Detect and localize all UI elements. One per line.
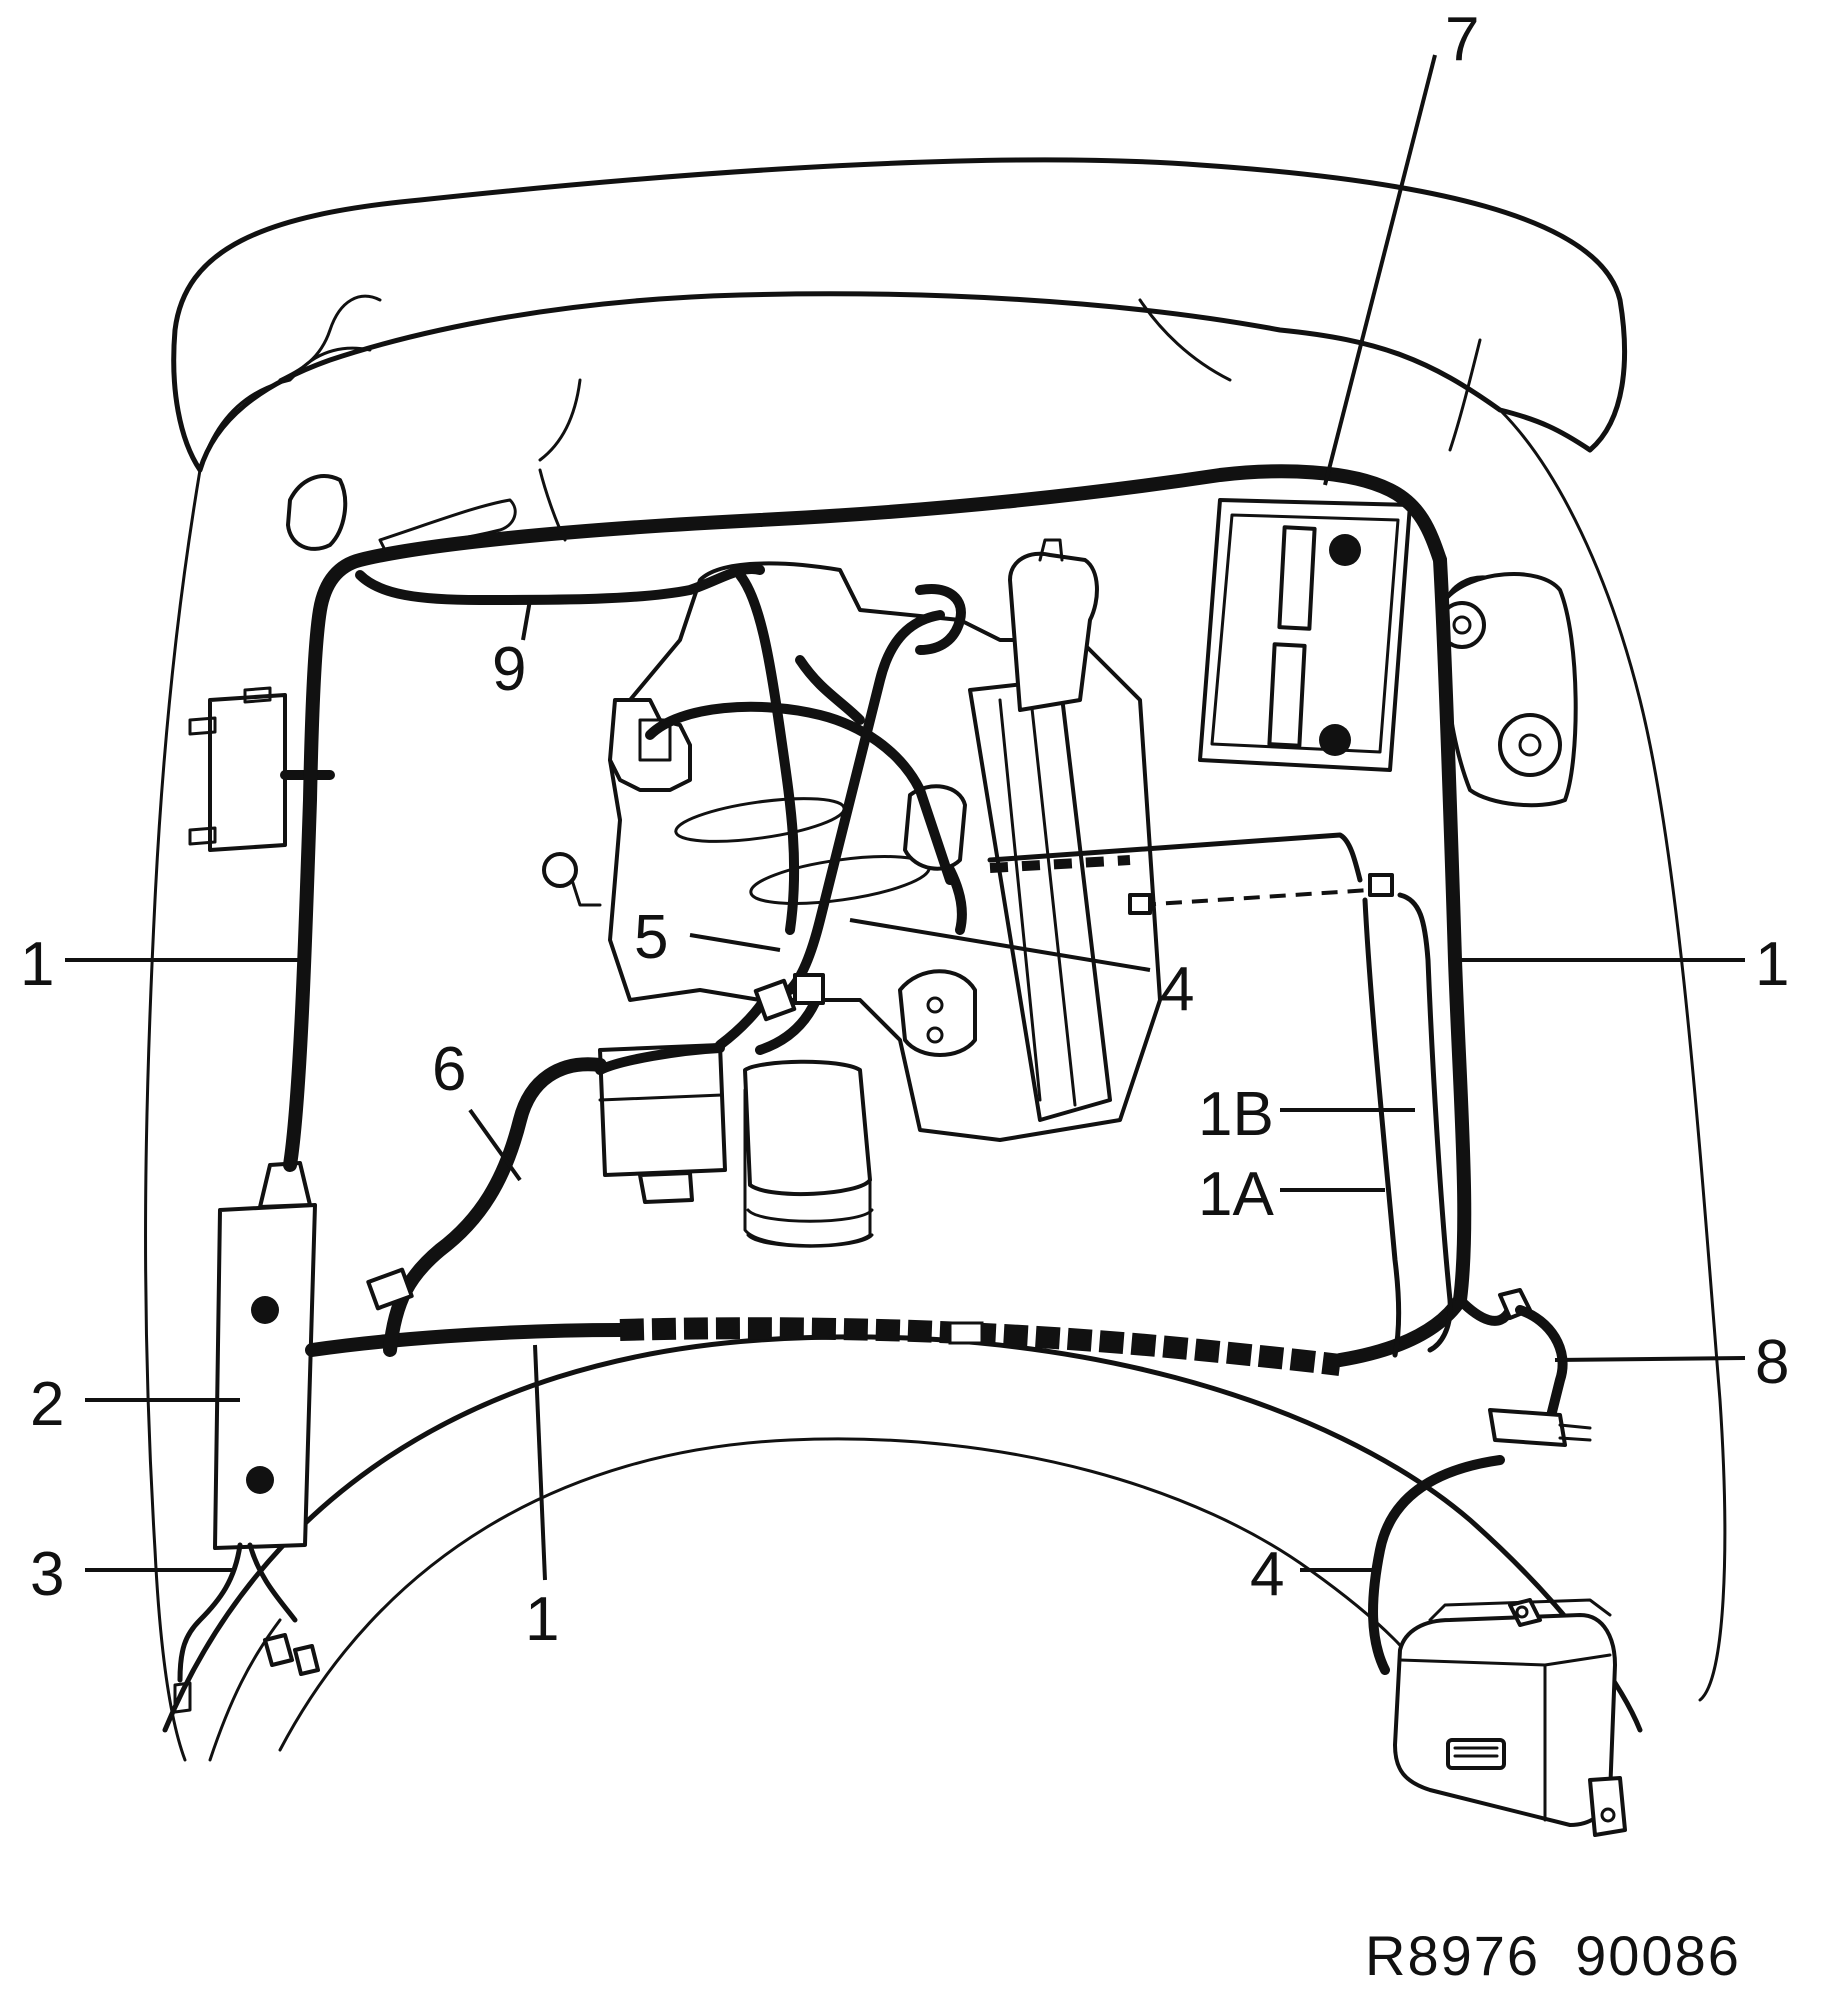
ignition-coil <box>743 1059 874 1248</box>
callout-9: 9 <box>492 635 526 704</box>
battery <box>1198 498 1412 772</box>
callout-5: 5 <box>634 903 668 972</box>
callout-4-module: 4 <box>1250 1540 1284 1609</box>
control-module-right <box>1368 1288 1627 1837</box>
harness-1a-1b <box>987 832 1453 1358</box>
callout-1a: 1A <box>1198 1160 1274 1229</box>
fuse-box-front <box>213 1161 317 1550</box>
leader-lines <box>65 54 1746 1581</box>
callout-1-left: 1 <box>20 930 54 999</box>
callout-1b: 1B <box>1198 1080 1274 1149</box>
callout-8: 8 <box>1755 1328 1789 1397</box>
callout-3: 3 <box>30 1540 64 1609</box>
callout-4-engine: 4 <box>1160 955 1194 1024</box>
control-box-engine <box>598 1043 727 1204</box>
callout-7: 7 <box>1445 5 1479 74</box>
callout-2: 2 <box>30 1370 64 1439</box>
reference-code: R8976 90086 <box>1365 1924 1741 1987</box>
engine-harness-branches <box>366 570 967 1357</box>
relay-box-left <box>188 686 335 852</box>
main-harness <box>283 464 1472 1376</box>
callout-labels: 7 9 5 4 1 1 6 1B 1A 8 2 3 1 4 R8976 9008… <box>20 5 1789 1987</box>
callout-1-bottom: 1 <box>525 1585 559 1654</box>
callout-6: 6 <box>432 1035 466 1104</box>
callout-1-right: 1 <box>1755 930 1789 999</box>
